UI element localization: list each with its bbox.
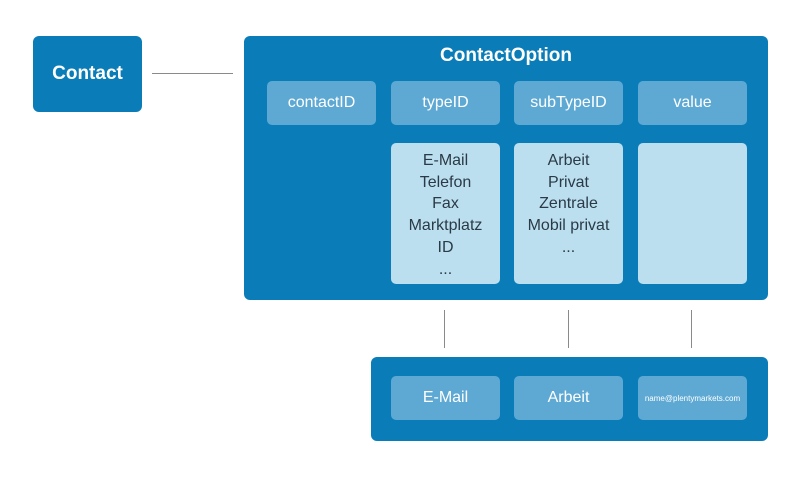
subtypeid-value: Privat <box>548 173 589 191</box>
subtypeid-value: ... <box>561 238 576 256</box>
example-box: E-Mail Arbeit name@plentymarkets.com <box>371 357 768 441</box>
contact-connector <box>152 73 233 74</box>
example-type: E-Mail <box>391 376 500 420</box>
typeid-value: Marktplatz <box>408 217 483 235</box>
contact-option-title: ContactOption <box>440 45 572 66</box>
typeid-value: Fax <box>432 195 459 213</box>
typeid-values-list: E-Mail Telefon Fax Marktplatz ID ... <box>391 143 500 284</box>
value-connector <box>691 310 692 348</box>
value-values-list <box>638 143 747 284</box>
example-value: name@plentymarkets.com <box>638 376 747 420</box>
contact-label: Contact <box>52 63 123 84</box>
typeid-connector <box>444 310 445 348</box>
field-subtypeid: subTypeID <box>514 81 623 125</box>
contact-option-box: ContactOption contactID typeID subTypeID… <box>244 36 768 300</box>
subtypeid-connector <box>568 310 569 348</box>
subtypeid-values-list: Arbeit Privat Zentrale Mobil privat ... <box>514 143 623 284</box>
subtypeid-value: Arbeit <box>547 152 590 169</box>
typeid-value: ... <box>438 260 453 278</box>
field-typeid: typeID <box>391 81 500 125</box>
typeid-value: Telefon <box>419 173 472 191</box>
typeid-value: ID <box>437 238 454 256</box>
field-value: value <box>638 81 747 125</box>
subtypeid-value: Zentrale <box>539 195 598 213</box>
example-subtype: Arbeit <box>514 376 623 420</box>
field-contactid: contactID <box>267 81 376 125</box>
typeid-value: E-Mail <box>422 152 469 169</box>
subtypeid-value: Mobil privat <box>527 217 610 235</box>
contact-box: Contact <box>33 36 142 112</box>
